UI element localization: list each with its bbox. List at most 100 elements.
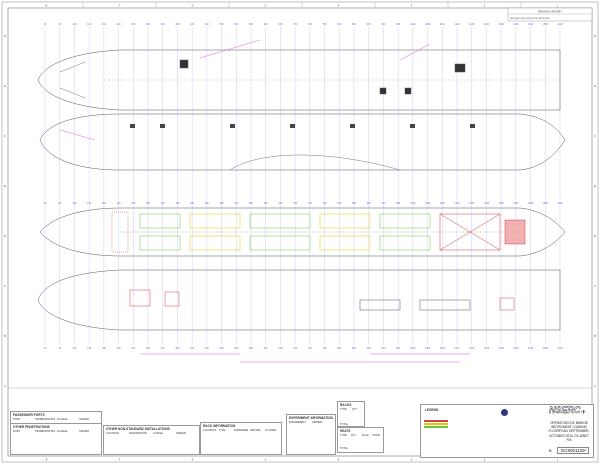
station-label-top: 1020 [410,23,416,26]
zone-column-label: 8 [46,458,48,462]
station-label-top: 500 [220,23,225,26]
station-label-bottom: 1340 [528,347,534,350]
station-label-mid: 620 [264,202,269,205]
table-header: TYPE QTY [338,408,364,411]
station-label-mid: 340 [161,202,166,205]
col-header: LOCATION [203,429,217,432]
station-label-top: 340 [161,23,166,26]
legend-title: LEGEND [425,408,439,412]
station-label-top: 300 [146,23,151,26]
legend-swatch-red [424,420,448,422]
station-label-top: 260 [131,23,136,26]
station-label-mid: 660 [278,202,283,205]
station-label-bottom: 940 [381,347,386,350]
zone-row-label: F [4,134,6,138]
station-label-bottom: 140 [87,347,92,350]
experiment-information-title: EXPERIMENT INFORMATION [289,416,333,420]
zone-column-label: 6 [192,4,194,8]
station-label-bottom: 620 [264,347,269,350]
col-header: TOTAL [372,434,381,437]
zone-row-label: D [594,234,597,238]
station-label-mid: 1260 [498,202,504,205]
zone-column-label: 7 [119,458,121,462]
station-label-bottom: 100 [72,347,77,350]
station-label-mid: 1100 [440,202,446,205]
table-header: EXPERIMENT OWNER [287,421,335,424]
table-header: TYPE QTY RACK TOTAL [338,434,383,437]
station-label-mid: 1060 [425,202,431,205]
station-label-mid: 1380 [543,202,549,205]
col-header: OWNER [79,418,89,421]
seats-total-row: TOTAL [338,447,383,450]
station-label-top: 180 [102,23,107,26]
col-header: FLANGE [57,418,68,421]
station-label-top: 100 [72,23,77,26]
station-label-bottom: 660 [278,347,283,350]
legend-swatch-green [424,426,448,428]
col-header: OWNER [175,432,186,435]
station-label-mid: 1220 [484,202,490,205]
fuselage-top-view-upper [37,49,561,111]
station-label-mid: 420 [190,202,195,205]
racks-total-row: TOTAL [338,423,364,426]
station-label-mid: 460 [205,202,210,205]
zone-row-label: F [594,134,596,138]
station-label-top: 1260 [498,23,504,26]
station-label-bottom: 1300 [513,347,519,350]
total-label: TOTAL [340,423,349,427]
station-label-mid: 980 [396,202,401,205]
station-label-top: 580 [249,23,254,26]
zone-column-label: 5 [265,4,267,8]
station-label-mid: 60 [58,202,61,205]
total-label: TOTAL [340,447,349,451]
col-header: PI NAME [265,429,277,432]
other-penetrations-title: OTHER PENETRATIONS [13,425,50,429]
col-header: QTY [352,408,358,411]
inner-border [7,7,593,457]
station-label-bottom: 1100 [440,347,446,350]
seats-title: SEATS [340,429,351,433]
col-header: OWNER [79,430,89,433]
station-label-bottom: 900 [367,347,372,350]
fuselage-side-profile [39,113,566,171]
col-header: EXPERIMENT [289,421,306,424]
station-label-top: 820 [337,23,342,26]
station-label-bottom: 820 [337,347,342,350]
zone-column-label: 3 [411,458,413,462]
zone-row-label: C [4,284,7,288]
station-label-top: 1140 [454,23,460,26]
seats-table: SEATS TYPE QTY RACK TOTAL TOTAL [337,427,384,453]
station-label-bottom: 1260 [498,347,504,350]
station-label-mid: 180 [102,202,107,205]
col-header: CENTER [249,429,261,432]
col-header: TYPE [218,429,226,432]
zone-row-label: A [4,384,6,388]
drawing-title: OPERATION ICE BRIDGE INSTRUMENT LOADING … [548,421,590,442]
station-label-bottom: 180 [102,347,107,350]
station-label-mid: 940 [381,202,386,205]
rack-information-table: RACK INFORMATION LOCATION TYPE EXPERIMEN… [200,422,282,455]
cabin-floorplan [39,207,566,257]
station-label-bottom: 1060 [425,347,431,350]
revision-block: REVISION HISTORY REV DATE DESCRIPTION IN… [507,7,593,22]
station-label-top: 220 [117,23,122,26]
station-label-bottom: 1020 [410,347,416,350]
station-label-bottom: 580 [249,347,254,350]
station-label-bottom: 740 [308,347,313,350]
station-label-mid: 860 [352,202,357,205]
station-label-bottom: 980 [396,347,401,350]
station-label-top: 780 [323,23,328,26]
station-label-top: 1340 [528,23,534,26]
station-label-mid: 500 [220,202,225,205]
station-label-mid: 100 [72,202,77,205]
station-label-bottom: 40 [44,347,47,350]
station-label-bottom: 420 [190,347,195,350]
station-label-bottom: 700 [293,347,298,350]
station-label-mid: 1140 [454,202,460,205]
col-header: RACK [361,434,369,437]
zone-row-label: A [594,384,596,388]
